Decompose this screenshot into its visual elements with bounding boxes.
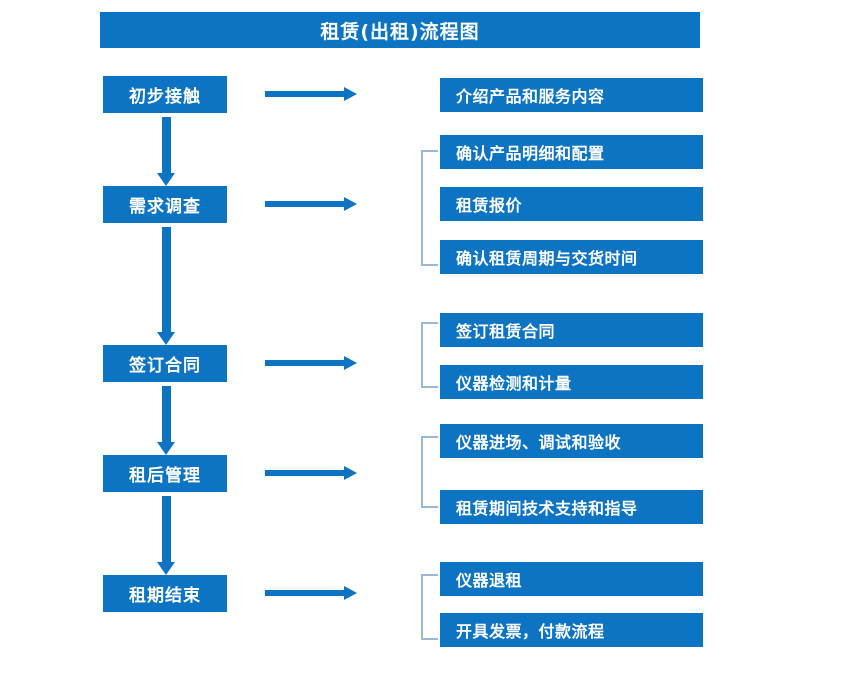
detail-box-0[interactable]: 介绍产品和服务内容 bbox=[440, 78, 703, 112]
stage-box-2[interactable]: 签订合同 bbox=[103, 345, 227, 382]
detail-label: 确认租赁周期与交货时间 bbox=[456, 249, 638, 268]
detail-label: 开具发票，付款流程 bbox=[456, 622, 605, 641]
down-arrow-icon-1 bbox=[157, 227, 175, 345]
detail-label: 仪器进场、调试和验收 bbox=[456, 433, 622, 452]
group-bracket-3 bbox=[421, 436, 438, 508]
stage-box-4[interactable]: 租期结束 bbox=[103, 575, 227, 612]
group-bracket-1 bbox=[421, 150, 438, 266]
detail-box-4[interactable]: 签订租赁合同 bbox=[440, 313, 703, 347]
right-arrow-icon-1 bbox=[265, 196, 357, 212]
detail-box-9[interactable]: 开具发票，付款流程 bbox=[440, 613, 703, 647]
detail-box-2[interactable]: 租赁报价 bbox=[440, 187, 703, 221]
group-bracket-2 bbox=[421, 322, 438, 388]
detail-label: 租赁报价 bbox=[456, 196, 523, 215]
stage-label: 租后管理 bbox=[129, 466, 201, 486]
down-arrow-icon-3 bbox=[157, 496, 175, 575]
detail-label: 租赁期间技术支持和指导 bbox=[456, 499, 638, 518]
detail-label: 仪器退租 bbox=[456, 571, 523, 590]
detail-label: 介绍产品和服务内容 bbox=[456, 87, 605, 106]
right-arrow-icon-4 bbox=[265, 585, 357, 601]
detail-label: 仪器检测和计量 bbox=[456, 374, 572, 393]
stage-box-1[interactable]: 需求调查 bbox=[103, 186, 227, 223]
stage-box-0[interactable]: 初步接触 bbox=[103, 76, 227, 113]
down-arrow-icon-2 bbox=[157, 386, 175, 455]
stage-box-3[interactable]: 租后管理 bbox=[103, 455, 227, 492]
stage-label: 租期结束 bbox=[129, 586, 201, 606]
detail-box-7[interactable]: 租赁期间技术支持和指导 bbox=[440, 490, 703, 524]
detail-label: 签订租赁合同 bbox=[456, 322, 556, 341]
right-arrow-icon-0 bbox=[265, 86, 357, 102]
detail-box-6[interactable]: 仪器进场、调试和验收 bbox=[440, 424, 703, 458]
stage-label: 初步接触 bbox=[129, 87, 201, 107]
right-arrow-icon-3 bbox=[265, 465, 357, 481]
page-title: 租赁(出租)流程图 bbox=[100, 12, 700, 48]
stage-label: 需求调查 bbox=[129, 197, 201, 217]
down-arrow-icon-0 bbox=[157, 117, 175, 186]
detail-box-1[interactable]: 确认产品明细和配置 bbox=[440, 135, 703, 169]
stage-label: 签订合同 bbox=[129, 356, 201, 376]
right-arrow-icon-2 bbox=[265, 355, 357, 371]
detail-box-5[interactable]: 仪器检测和计量 bbox=[440, 365, 703, 399]
group-bracket-4 bbox=[421, 574, 438, 640]
detail-box-3[interactable]: 确认租赁周期与交货时间 bbox=[440, 240, 703, 274]
detail-box-8[interactable]: 仪器退租 bbox=[440, 562, 703, 596]
detail-label: 确认产品明细和配置 bbox=[456, 144, 605, 163]
